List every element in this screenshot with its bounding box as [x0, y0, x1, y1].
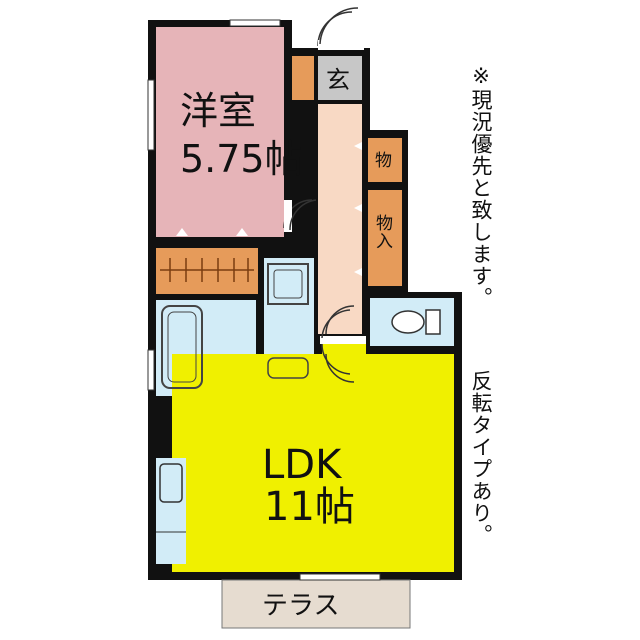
- western-room-floor: [156, 27, 284, 237]
- bathtub: [161, 305, 203, 389]
- ldk-door-gap: [320, 336, 366, 344]
- kitchen-sink: [159, 463, 183, 503]
- ldk-hall-notch: [322, 340, 366, 360]
- ldk-size: 11帖: [264, 484, 355, 530]
- washing-machine: [267, 263, 309, 305]
- storage-small-floor: [368, 138, 402, 182]
- terrace-floor: [221, 579, 411, 629]
- wash-basin: [267, 357, 309, 379]
- front-door-swing: [319, 7, 359, 45]
- storage-door-marks: [176, 142, 362, 276]
- western-door-swing: [289, 199, 317, 231]
- bathtub-inner: [167, 311, 197, 383]
- shoe-box: [292, 56, 314, 100]
- closet-floor: [156, 248, 258, 294]
- washing-machine-drum: [273, 269, 303, 299]
- storage-closet-label: 物入: [372, 214, 392, 250]
- storage-closet-floor: [368, 190, 402, 286]
- note-current-priority: ※現況優先と致します。: [469, 64, 493, 309]
- entrance-label: 玄: [326, 66, 350, 94]
- western-room-size: 5.75帖: [180, 137, 303, 181]
- storage-small-label: 物: [375, 151, 392, 171]
- ldk-floor: [172, 354, 454, 572]
- ldk-name: LDK: [262, 442, 343, 488]
- toilet-bowl: [391, 310, 425, 334]
- windows: [147, 19, 381, 581]
- western-room-name: 洋室: [180, 89, 256, 133]
- western-door-gap: [284, 200, 292, 232]
- closet-rail: [160, 258, 254, 282]
- ldk-door-swing-1: [321, 309, 351, 339]
- front-door-gap: [318, 40, 364, 50]
- toilet-tank: [425, 309, 441, 335]
- hallway-floor: [318, 104, 362, 334]
- note-reversed-type: 反転タイプあり。: [469, 370, 493, 546]
- kitchen-counter: [156, 458, 186, 564]
- ldk-door-swing-2: [321, 343, 351, 375]
- terrace-label: テラス: [262, 591, 339, 621]
- entrance-floor: [318, 56, 362, 100]
